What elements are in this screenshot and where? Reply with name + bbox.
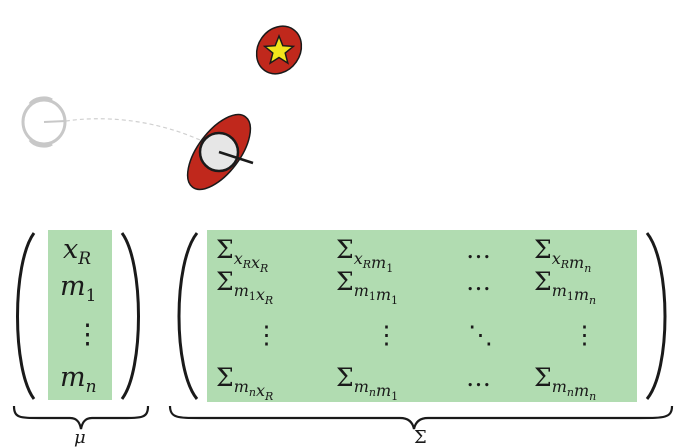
covariance-cell: …: [466, 235, 491, 264]
covariance-cell: ΣxRm1: [336, 235, 393, 275]
mean-vdots: ⋮: [74, 319, 101, 350]
star-landmark-icon: [255, 25, 303, 75]
covariance-cell: ⋮: [254, 320, 279, 349]
robot-pose-icon: [186, 113, 254, 191]
mean-brace-label: μ: [74, 427, 86, 448]
star-shape: [262, 33, 296, 65]
covariance-cell: ⋮: [572, 320, 597, 349]
covariance-cell: Σm1xR: [216, 267, 273, 307]
covariance-cell: Σm1m1: [336, 267, 398, 307]
previous-robot-pose-icon: [21, 96, 201, 148]
covariance-cell: ⋱: [468, 320, 493, 349]
covariance-brace-label: Σ: [414, 427, 427, 448]
covariance-cell: …: [466, 267, 491, 296]
mean-left-paren: [16, 232, 36, 400]
covariance-cell: ΣmnxR: [216, 363, 273, 403]
covariance-cell: Σmnm1: [336, 363, 398, 403]
mean-highlight: [48, 230, 112, 400]
mean-vector: xR m1 ⋮ mn μ: [12, 230, 150, 448]
covariance-cell: ⋮: [374, 320, 399, 349]
covariance-cell: Σm1mn: [534, 267, 596, 307]
covariance-cell: ΣxRxR: [216, 235, 268, 275]
covariance-cell: ΣxRmn: [534, 235, 591, 275]
covariance-highlight: [207, 230, 637, 402]
mean-entry: mn: [60, 362, 97, 397]
mean-underbrace: [12, 405, 150, 430]
covariance-left-paren: [177, 232, 199, 400]
mean-entry: m1: [60, 271, 96, 306]
covariance-cell: Σmnmn: [534, 363, 596, 403]
covariance-cell: …: [466, 363, 491, 392]
mean-right-paren: [120, 232, 140, 400]
covariance-right-paren: [645, 232, 667, 400]
mean-entry: xR: [63, 234, 91, 269]
covariance-underbrace: [168, 405, 674, 430]
